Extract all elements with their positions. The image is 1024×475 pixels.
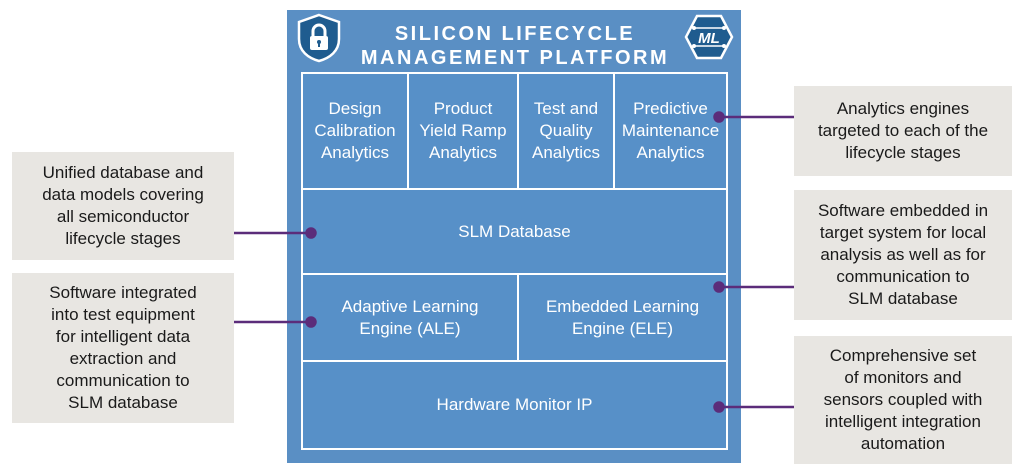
slm-database-label: SLM Database [458,221,571,241]
predictive-maintenance-analytics-box: Predictive Maintenance Analytics [613,72,728,190]
cell-line: Predictive [633,99,708,118]
callout-line: extraction and [69,349,177,368]
ml-badge-text: ML [698,30,720,47]
callout-analytics-engines: Analytics engines targeted to each of th… [794,86,1012,176]
callout-line: target system for local [819,223,987,242]
callout-line: targeted to each of the [817,121,989,140]
callout-line: all semiconductor [56,207,190,226]
callout-line: Comprehensive set [829,346,977,365]
cell-line: Adaptive Learning [341,296,479,316]
cell-line: Analytics [320,143,389,162]
ml-chip-icon: ML [684,14,734,60]
callout-line: for intelligent data [55,327,191,346]
connector-dot-ale [305,316,317,328]
embedded-learning-engine-box: Embedded Learning Engine (ELE) [517,273,728,362]
connector-dot-analytics [713,111,725,123]
callout-line: SLM database [848,289,958,308]
connector-dot-hardware [713,401,725,413]
test-quality-analytics-box: Test and Quality Analytics [517,72,615,190]
callout-line: Unified database and [42,163,204,182]
cell-line: Analytics [428,143,498,162]
callout-line: communication to [56,371,190,390]
platform-title: SILICON LIFECYCLE MANAGEMENT PLATFORM [345,22,685,70]
callout-line: Analytics engines [836,99,970,118]
callout-line: of monitors and [844,368,962,387]
callout-line: Software embedded in [817,201,989,220]
cell-line: Design [328,99,382,118]
title-line-1: SILICON LIFECYCLE [394,23,636,45]
cell-line: Product [433,99,493,118]
callout-unified-database: Unified database and data models coverin… [12,152,234,260]
product-yield-ramp-analytics-box: Product Yield Ramp Analytics [407,72,519,190]
cell-line: Calibration [314,121,396,140]
cell-line: Test and [533,99,599,118]
callout-software-embedded: Software embedded in target system for l… [794,190,1012,320]
title-line-2: MANAGEMENT PLATFORM [360,47,670,69]
cell-line: Engine (ALE) [359,318,461,338]
cell-line: Yield Ramp [419,121,507,140]
connector-dot-database [305,227,317,239]
callout-line: lifecycle stages [845,143,961,162]
cell-line: Analytics [531,143,601,162]
cell-line: Embedded Learning [545,296,700,316]
shield-lock-icon [297,13,341,63]
callout-comprehensive-monitors: Comprehensive set of monitors and sensor… [794,336,1012,464]
cell-line: Quality [539,121,593,140]
hardware-monitor-label: Hardware Monitor IP [436,395,593,414]
callout-line: SLM database [68,393,178,412]
callout-line: Software integrated [49,283,197,302]
adaptive-learning-engine-box: Adaptive Learning Engine (ALE) [301,273,519,362]
connector-dot-ele [713,281,725,293]
callout-software-integrated: Software integrated into test equipment … [12,273,234,423]
callout-line: lifecycle stages [65,229,181,248]
callout-line: communication to [836,267,970,286]
slm-database-box: SLM Database [301,188,728,275]
callout-line: data models covering [42,185,204,204]
callout-line: intelligent integration [825,412,981,431]
callout-line: automation [860,434,946,453]
callout-line: analysis as well as for [820,245,986,264]
callout-line: into test equipment [51,305,195,324]
cell-line: Analytics [636,143,705,162]
hardware-monitor-ip-box: Hardware Monitor IP [301,360,728,450]
cell-line: Maintenance [621,121,720,140]
cell-line: Engine (ELE) [571,318,674,338]
callout-line: sensors coupled with [823,390,983,409]
